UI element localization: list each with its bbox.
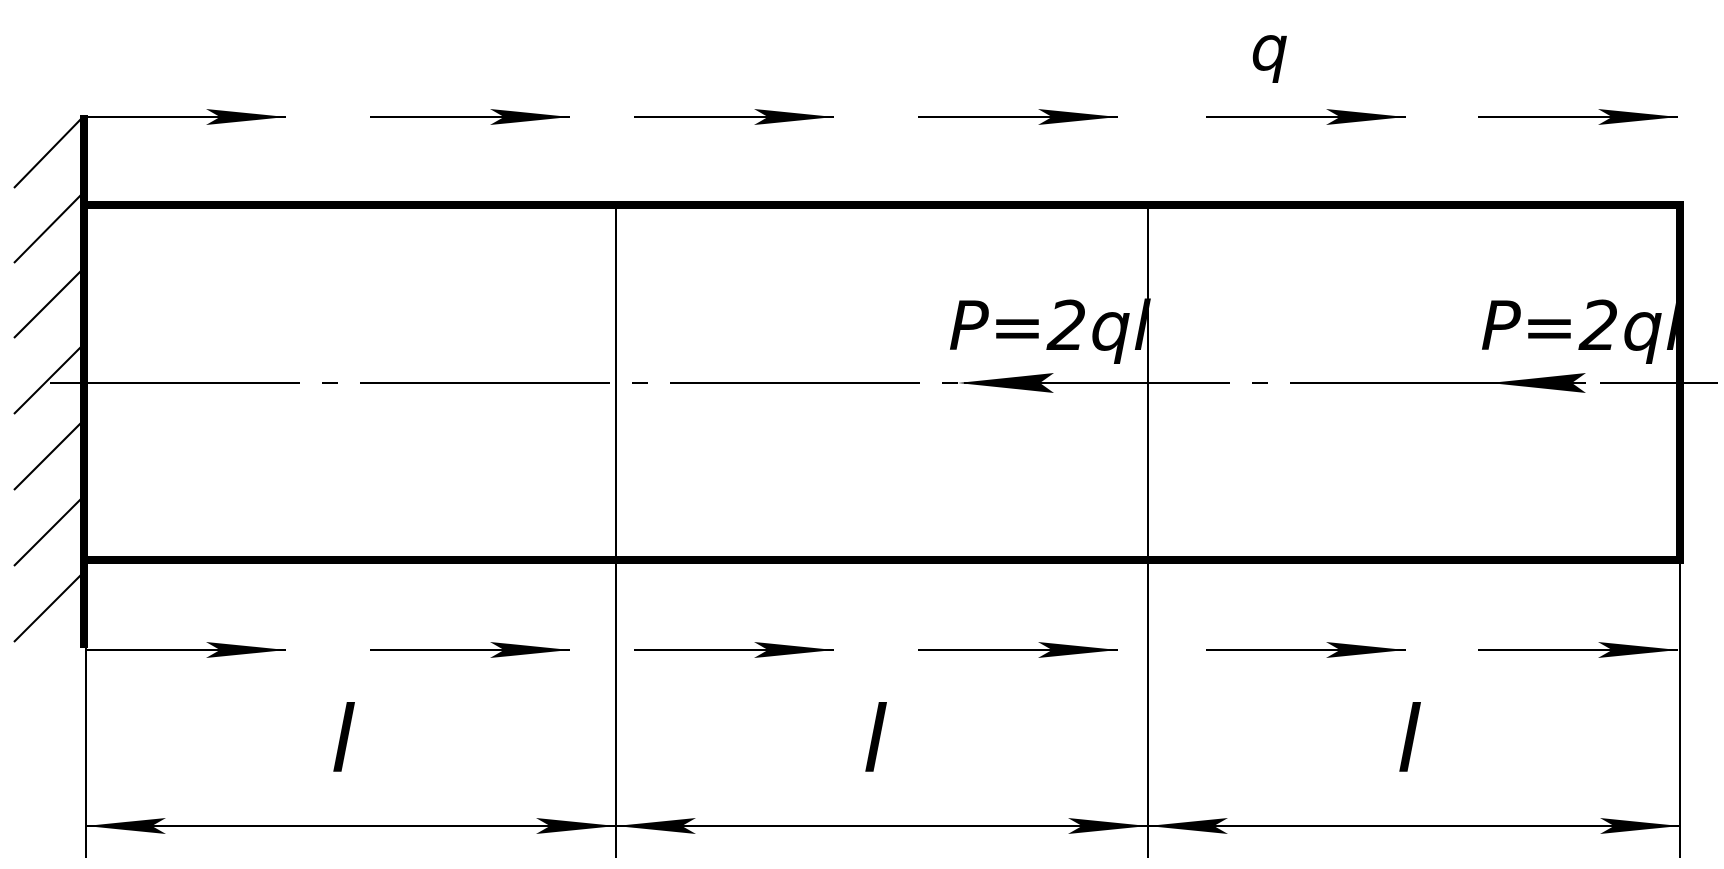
concentrated-force-2 [1490, 373, 1586, 393]
section-lines [85, 205, 1681, 858]
force-arrowhead [1490, 373, 1586, 393]
length-label-1: l [330, 687, 356, 794]
length-label-2: l [862, 687, 888, 794]
length-label-3: l [1396, 687, 1422, 794]
fixed-support [13, 115, 88, 648]
distributed-load-label: q [1250, 12, 1289, 85]
wall-hatching [13, 117, 83, 643]
force-label-1: P=2ql [948, 288, 1151, 367]
force-arrowhead [958, 373, 1054, 393]
concentrated-force-1 [958, 373, 1054, 393]
force-label-2: P=2ql [1480, 288, 1683, 367]
